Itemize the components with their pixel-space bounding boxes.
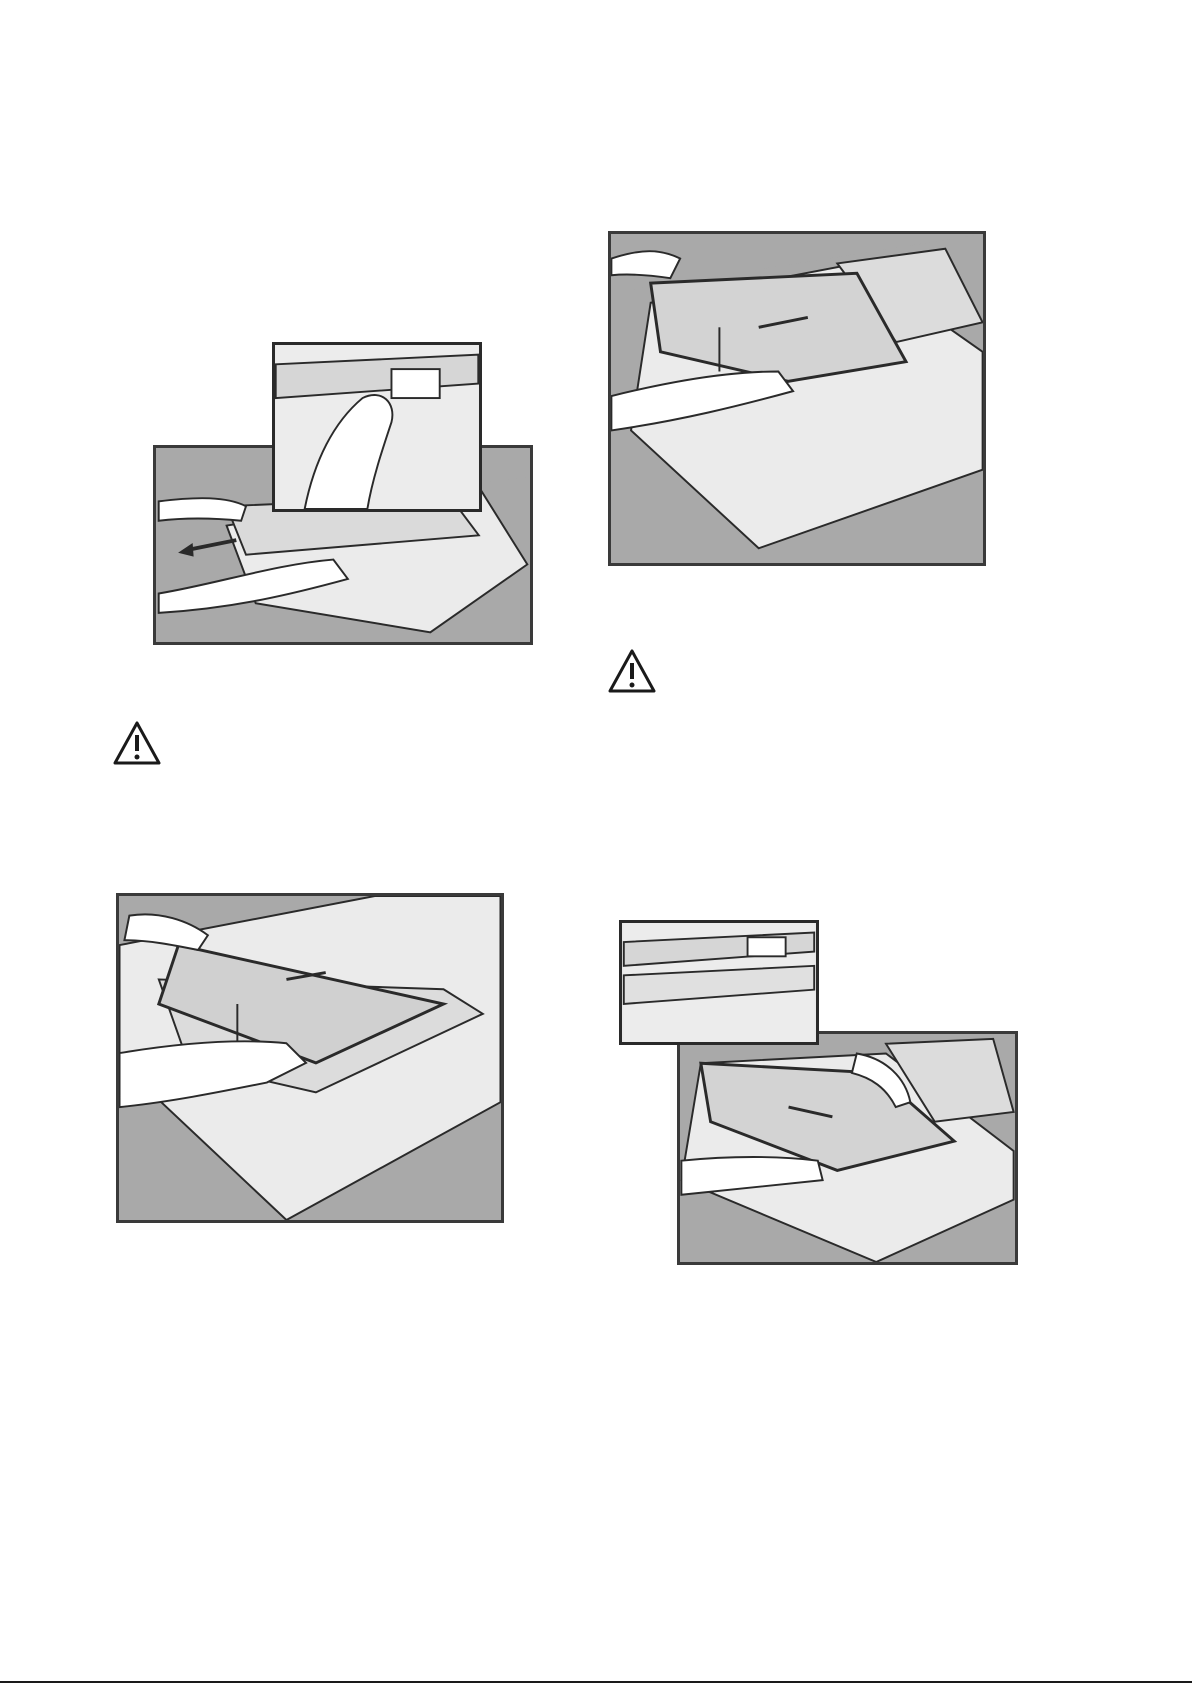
warning-triangle-icon	[112, 720, 162, 766]
hands-inserting-glass-illustration	[680, 1034, 1015, 1262]
inset-trim-detail	[272, 342, 482, 512]
figure-lift-inner-glass	[116, 893, 504, 1223]
figure-insert-glass	[677, 1031, 1018, 1265]
figure-lift-outer-glass	[608, 231, 986, 566]
hands-lifting-glass-illustration	[119, 896, 501, 1220]
inset-glass-detail	[619, 920, 819, 1045]
hand-detail-illustration	[275, 345, 479, 509]
warning-triangle-icon	[607, 648, 657, 694]
hands-lifting-glass-panel-illustration	[611, 234, 983, 563]
glass-detail-illustration	[622, 923, 816, 1042]
footer-rule	[0, 1681, 1192, 1683]
